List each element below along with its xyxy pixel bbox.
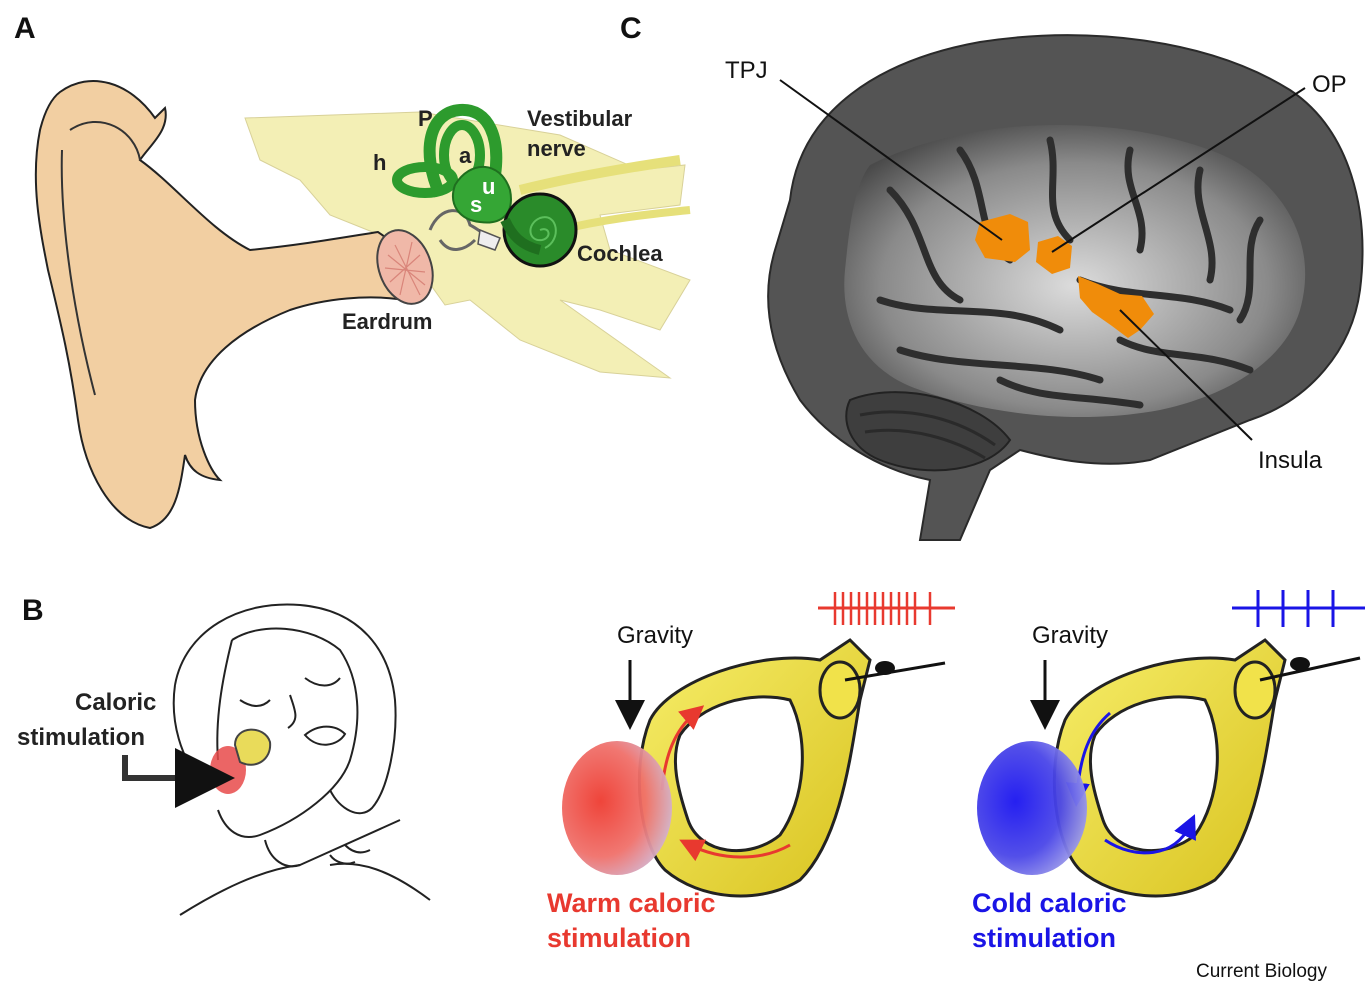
cold-label-line1: Cold caloric [972, 888, 1127, 918]
cold-canal-lumen [1090, 697, 1217, 851]
label-nerve: nerve [527, 136, 586, 161]
stimulation-arrow [125, 755, 205, 778]
label-stimulation: stimulation [17, 724, 145, 751]
warm-ampulla [820, 662, 860, 718]
label-h: h [373, 150, 386, 175]
cold-stimulus [977, 741, 1087, 875]
canal-icon-small [235, 730, 270, 765]
cold-ampulla [1235, 662, 1275, 718]
cold-label-line2: stimulation [972, 923, 1116, 953]
cold-diagram: Gravity Cold caloric stimulation [972, 590, 1365, 953]
warm-diagram: Gravity Warm caloric st [547, 592, 955, 953]
warm-label-line1: Warm caloric [547, 888, 716, 918]
label-p: P [418, 106, 433, 131]
warm-canal-lumen [675, 697, 802, 851]
label-eardrum: Eardrum [342, 309, 432, 334]
journal-credit: Current Biology [1196, 961, 1327, 982]
activation-tpj [975, 214, 1030, 262]
label-op: OP [1312, 71, 1347, 98]
label-u: u [482, 174, 495, 199]
warm-nerve-end [875, 661, 895, 675]
label-insula: Insula [1258, 447, 1323, 474]
panel-label-a: A [14, 12, 36, 45]
label-a: a [459, 143, 472, 168]
cold-nerve-end [1290, 657, 1310, 671]
warm-stimulus [562, 741, 672, 875]
warm-label-line2: stimulation [547, 923, 691, 953]
label-cochlea: Cochlea [577, 241, 663, 266]
cold-gravity-label: Gravity [1032, 622, 1108, 649]
label-caloric: Caloric [75, 689, 156, 716]
warm-gravity-label: Gravity [617, 622, 693, 649]
label-tpj: TPJ [725, 57, 768, 84]
label-s: s [470, 192, 482, 217]
label-vestibular: Vestibular [527, 106, 633, 131]
panel-label-c: C [620, 12, 642, 45]
panel-label-b: B [22, 594, 44, 627]
